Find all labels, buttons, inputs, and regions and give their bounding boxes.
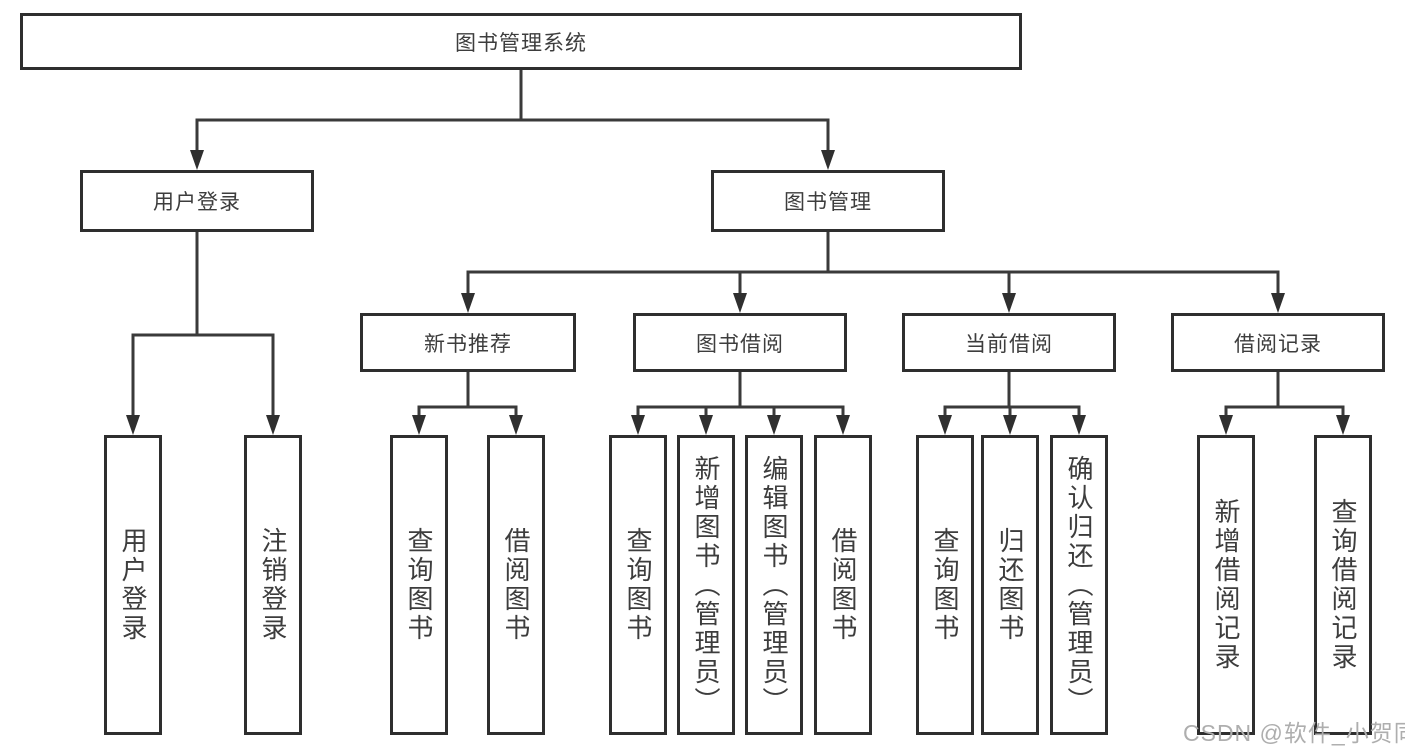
node-library-management-system: 图书管理系统 bbox=[20, 13, 1022, 70]
node-label: 新书推荐 bbox=[424, 332, 512, 356]
node-borrowing-records: 借阅记录 bbox=[1171, 313, 1385, 372]
leaf-query-books-current: 查询图书 bbox=[916, 435, 974, 735]
node-label: 图书管理 bbox=[784, 191, 872, 214]
leaf-add-books-admin: 新增图书（管理员） bbox=[677, 435, 735, 735]
leaf-label: 新增借阅记录 bbox=[1211, 498, 1241, 672]
leaf-label: 新增图书（管理员） bbox=[691, 454, 721, 716]
leaf-label: 查询图书 bbox=[404, 527, 434, 643]
leaf-return-books: 归还图书 bbox=[981, 435, 1039, 735]
node-label: 图书管理系统 bbox=[455, 31, 587, 55]
node-label: 借阅记录 bbox=[1234, 332, 1322, 356]
node-book-borrowing: 图书借阅 bbox=[633, 313, 847, 372]
leaf-label: 查询图书 bbox=[930, 527, 960, 643]
leaf-query-books-recommend: 查询图书 bbox=[390, 435, 448, 735]
leaf-edit-books-admin: 编辑图书（管理员） bbox=[745, 435, 803, 735]
arrowheads bbox=[126, 150, 1350, 435]
leaf-label: 注销登录 bbox=[258, 527, 288, 643]
leaf-label: 编辑图书（管理员） bbox=[759, 454, 789, 716]
leaf-add-borrow-record: 新增借阅记录 bbox=[1197, 435, 1255, 735]
leaf-query-borrow-record: 查询借阅记录 bbox=[1314, 435, 1372, 735]
leaf-label: 用户登录 bbox=[118, 527, 148, 643]
node-book-management: 图书管理 bbox=[711, 170, 945, 232]
leaf-user-login: 用户登录 bbox=[104, 435, 162, 735]
node-label: 图书借阅 bbox=[696, 332, 784, 356]
leaf-label: 确认归还（管理员） bbox=[1064, 454, 1094, 716]
leaf-borrow-books: 借阅图书 bbox=[814, 435, 872, 735]
leaf-label: 借阅图书 bbox=[501, 527, 531, 643]
node-current-borrowing: 当前借阅 bbox=[902, 313, 1116, 372]
node-user-login: 用户登录 bbox=[80, 170, 314, 232]
leaf-query-books-borrow: 查询图书 bbox=[609, 435, 667, 735]
node-label: 用户登录 bbox=[153, 191, 241, 214]
node-new-book-recommendation: 新书推荐 bbox=[360, 313, 576, 372]
csdn-watermark: CSDN @软件_小贺同学 bbox=[1183, 720, 1405, 746]
leaf-label: 查询图书 bbox=[623, 527, 653, 643]
leaf-confirm-return-admin: 确认归还（管理员） bbox=[1050, 435, 1108, 735]
leaf-label: 查询借阅记录 bbox=[1328, 498, 1358, 672]
leaf-logout: 注销登录 bbox=[244, 435, 302, 735]
leaf-label: 借阅图书 bbox=[828, 527, 858, 643]
node-label: 当前借阅 bbox=[965, 332, 1053, 356]
leaf-label: 归还图书 bbox=[995, 527, 1025, 643]
leaf-borrow-books-recommend: 借阅图书 bbox=[487, 435, 545, 735]
